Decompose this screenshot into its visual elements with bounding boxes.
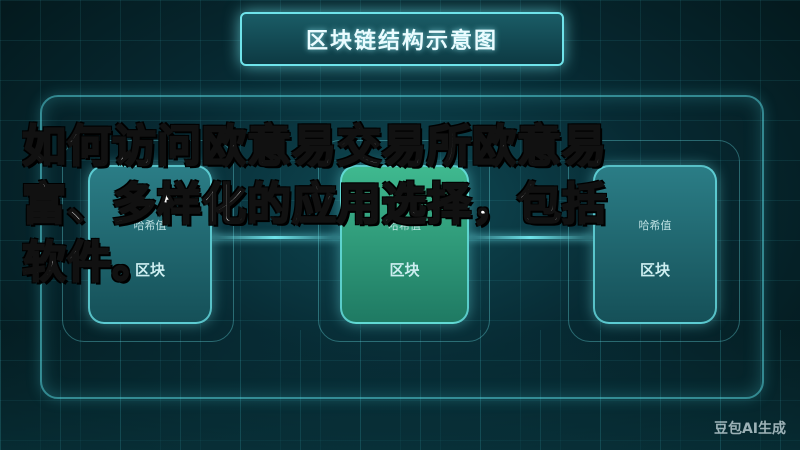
overlay-line-3: 软件。 bbox=[22, 236, 157, 289]
block-label: 区块 bbox=[639, 261, 670, 279]
overlay-line-1: 如何访问欧意易交易所欧意易 bbox=[22, 120, 607, 173]
block-outline bbox=[568, 140, 740, 342]
block-connector bbox=[467, 236, 593, 239]
block-label: 区块 bbox=[389, 261, 420, 279]
block-connector bbox=[210, 236, 340, 239]
block-1: 哈希值 区块 bbox=[88, 165, 212, 324]
block-outline bbox=[318, 140, 490, 342]
block-hash-label: 哈希值 bbox=[388, 219, 421, 232]
ai-watermark: 豆包AI生成 bbox=[713, 421, 786, 437]
block-hash-label: 哈希值 bbox=[133, 219, 167, 232]
block-label: 区块 bbox=[134, 261, 165, 279]
diagram-title-panel: 区块链结构示意图 bbox=[240, 12, 564, 66]
block-outline bbox=[62, 140, 234, 342]
block-hash-label: 哈希值 bbox=[638, 219, 672, 232]
overlay-caption: 如何访问欧意易交易所欧意易富、多样化的应用选择，包括软件。 bbox=[22, 118, 800, 292]
background-floor bbox=[0, 330, 800, 450]
outer-frame bbox=[40, 95, 764, 399]
block-3: 哈希值 区块 bbox=[593, 165, 717, 324]
block-2: 哈希值 区块 bbox=[340, 165, 469, 324]
overlay-line-2: 富、多样化的应用选择，包括 bbox=[22, 178, 607, 231]
diagram-title: 区块链结构示意图 bbox=[305, 29, 498, 54]
